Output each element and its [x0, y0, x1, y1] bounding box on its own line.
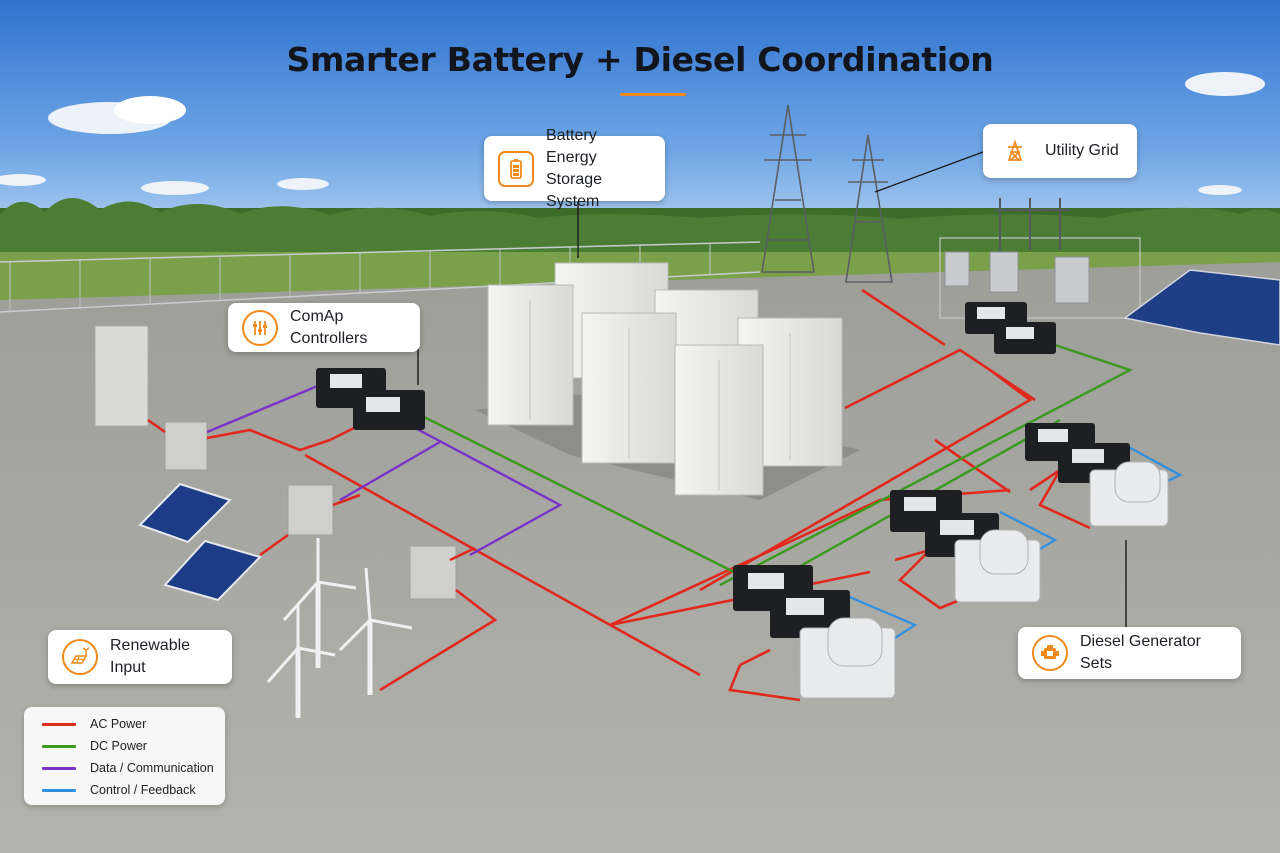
junction-box	[164, 421, 208, 471]
comap-controller-group	[965, 302, 1056, 354]
diesel-generator-set	[954, 529, 1041, 603]
cloud	[277, 178, 329, 190]
cloud	[114, 96, 186, 124]
legend-label: AC Power	[90, 717, 147, 731]
electrical-cabinet	[94, 325, 149, 427]
callout-comap-controllers: ComAp Controllers	[228, 303, 420, 352]
ground-pad	[0, 262, 1280, 853]
page-title: Smarter Battery + Diesel Coordination	[286, 40, 994, 79]
cloud	[1185, 72, 1265, 96]
comap-controller-group	[890, 490, 999, 557]
callout-label: ComAp Controllers	[290, 307, 368, 347]
solar-panel	[163, 539, 262, 602]
legend-label: DC Power	[90, 739, 147, 753]
data-communication-lines	[206, 383, 563, 557]
fence	[0, 241, 761, 263]
comap-controller-group	[316, 368, 425, 430]
callout-diesel-generators: Diesel Generator Sets	[1018, 627, 1241, 679]
callout-line-1: Battery Energy	[546, 126, 597, 166]
cloud	[1198, 185, 1242, 195]
solar-panel	[138, 482, 232, 544]
substation-equipment	[1054, 256, 1090, 304]
wind-turbine	[338, 567, 413, 695]
junction-box	[409, 545, 457, 600]
diesel-generator-set	[799, 617, 896, 699]
transmission-tower-icon	[997, 133, 1033, 169]
controller-icon	[242, 309, 278, 346]
legend-item-control-feedback: Control / Feedback	[24, 779, 225, 801]
callout-leaders	[417, 151, 1127, 628]
callout-text: Battery Energy Storage System	[546, 125, 651, 213]
bess-cabinets	[475, 262, 860, 500]
engine-icon	[1032, 635, 1068, 671]
wind-turbine	[282, 538, 357, 668]
transmission-tower	[761, 104, 815, 273]
junction-box	[287, 484, 334, 536]
callout-utility-grid: Utility Grid	[983, 124, 1137, 178]
cloud	[141, 181, 209, 195]
cloud	[0, 174, 46, 186]
solar-wind-icon	[62, 639, 98, 675]
callout-line-2: Storage System	[546, 170, 603, 210]
substation-equipment	[944, 251, 970, 287]
legend-item-ac-power: AC Power	[24, 713, 225, 735]
legend-swatch	[42, 766, 76, 770]
callout-label: Utility Grid	[1045, 142, 1119, 159]
battery-icon	[498, 150, 534, 187]
line-type-legend: AC Power DC Power Data / Communication C…	[24, 707, 225, 805]
callout-renewable-input: Renewable Input	[48, 630, 232, 684]
callout-battery-storage: Battery Energy Storage System	[484, 127, 665, 210]
title-underline	[620, 93, 686, 96]
substation-equipment	[989, 251, 1019, 293]
transmission-tower	[845, 134, 893, 283]
substation-fence	[939, 237, 1141, 319]
legend-swatch	[42, 744, 76, 748]
callout-label: Renewable Input	[110, 637, 191, 676]
ac-power-lines	[147, 288, 1091, 702]
legend-item-dc-power: DC Power	[24, 735, 225, 757]
diesel-generator-set	[1089, 461, 1169, 527]
legend-swatch	[42, 722, 76, 726]
legend-swatch	[42, 788, 76, 792]
solar-array	[1123, 269, 1280, 346]
legend-label: Control / Feedback	[90, 783, 196, 797]
wind-turbine	[266, 605, 336, 718]
legend-item-data-communication: Data / Communication	[24, 757, 225, 779]
callout-label: Diesel Generator Sets	[1080, 633, 1201, 672]
legend-label: Data / Communication	[90, 761, 214, 775]
